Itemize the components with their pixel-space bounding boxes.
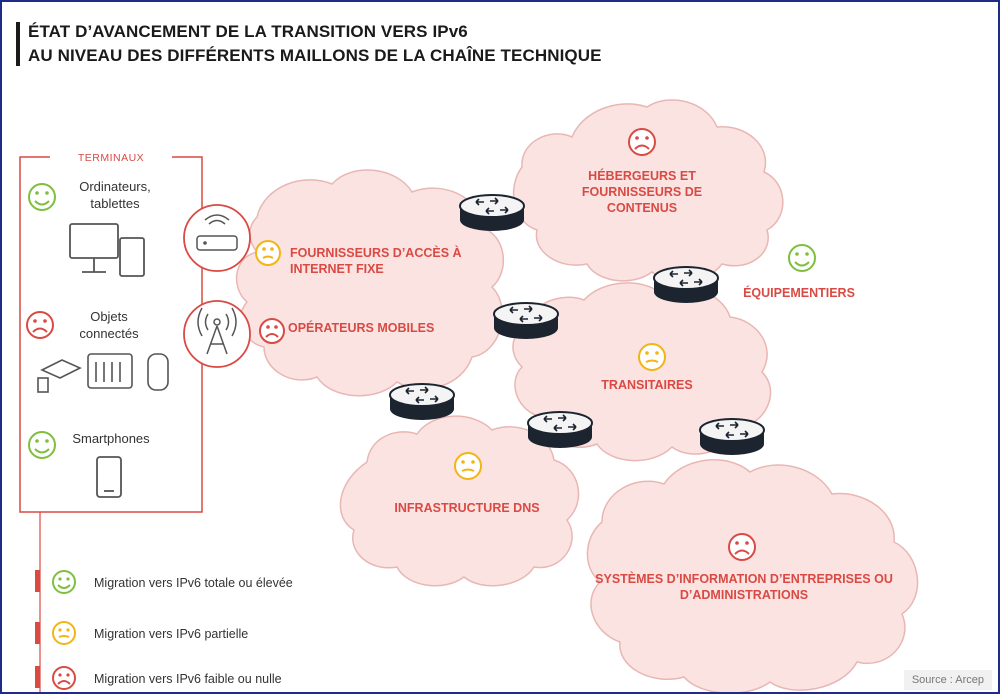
sad-face-icon — [728, 533, 756, 561]
router-icon — [493, 302, 559, 340]
sad-face-icon — [52, 666, 76, 690]
legend-low-label: Migration vers IPv6 faible ou nulle — [94, 672, 282, 686]
enterprise-label: SYSTÈMES D’INFORMATION D’ENTREPRISES OU … — [595, 572, 893, 602]
connected-objects-icon — [37, 353, 169, 393]
cloud-isp — [235, 169, 505, 397]
cloud-enterprise — [586, 459, 919, 692]
title-accent-bar — [16, 22, 20, 66]
router-icon — [459, 194, 525, 232]
legend-tick-1 — [35, 570, 40, 592]
title-line-1: ÉTAT D’AVANCEMENT DE LA TRANSITION VERS … — [28, 22, 468, 41]
neutral-face-icon — [638, 343, 666, 371]
dns-label: INFRASTRUCTURE DNS — [394, 501, 540, 515]
source-credit: Source : Arcep — [903, 670, 992, 690]
transit-label: TRANSITAIRES — [601, 378, 693, 392]
smartphones-label: Smartphones — [72, 431, 150, 446]
mobile-operators-label: OPÉRATEURS MOBILES — [288, 321, 435, 335]
neutral-face-icon — [52, 621, 76, 645]
router-icon — [389, 383, 455, 421]
sad-face-icon — [628, 128, 656, 156]
computers-label: Ordinateurs, tablettes — [79, 179, 151, 211]
iot-label: Objets connectés — [79, 309, 139, 341]
hosts-label: HÉBERGEURS ET FOURNISSEURS DE CONTENUS — [581, 169, 703, 215]
router-icon — [527, 411, 593, 449]
router-icon — [653, 266, 719, 304]
equipment-label: ÉQUIPEMENTIERS — [743, 286, 855, 300]
legend-tick-3 — [35, 666, 40, 688]
happy-face-icon — [52, 570, 76, 594]
sad-face-icon — [259, 318, 285, 344]
sad-face-icon — [26, 311, 54, 339]
neutral-face-icon — [255, 240, 281, 266]
internet-box-icon — [183, 204, 251, 272]
terminals-header: TERMINAUX — [50, 149, 172, 167]
legend-high-label: Migration vers IPv6 totale ou élevée — [94, 576, 293, 590]
antenna-icon — [183, 300, 251, 368]
title-line-2: AU NIVEAU DES DIFFÉRENTS MAILLONS DE LA … — [28, 46, 602, 65]
happy-face-icon — [788, 244, 816, 272]
cloud-dns — [339, 415, 580, 587]
happy-face-icon — [28, 183, 56, 211]
page-title: ÉTAT D’AVANCEMENT DE LA TRANSITION VERS … — [28, 20, 602, 68]
router-icon — [699, 418, 765, 456]
neutral-face-icon — [454, 452, 482, 480]
legend-tick-2 — [35, 622, 40, 644]
cloud-hosts — [512, 99, 784, 283]
computer-tablet-icon — [69, 223, 145, 277]
fixed-isp-label: FOURNISSEURS D’ACCÈS À INTERNET FIXE — [290, 246, 462, 276]
legend-partial-label: Migration vers IPv6 partielle — [94, 627, 249, 641]
happy-face-icon — [28, 431, 56, 459]
smartphone-icon — [96, 456, 122, 498]
